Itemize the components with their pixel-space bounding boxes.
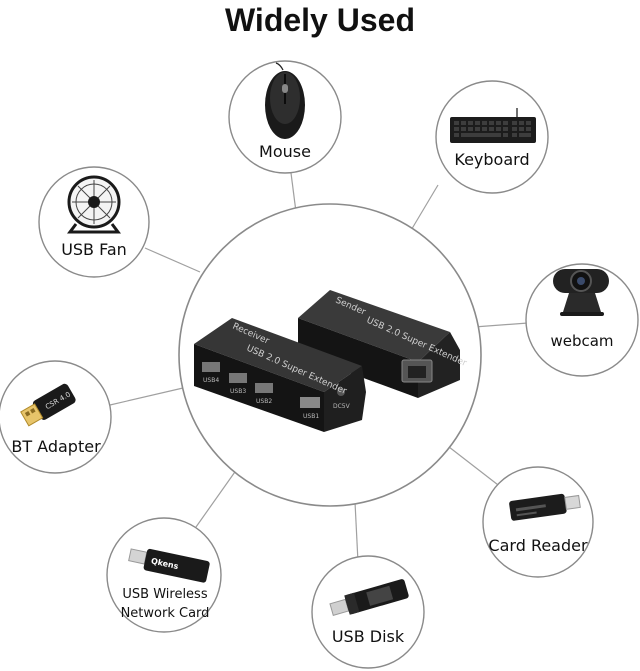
usb1-port: [300, 397, 320, 408]
page-title: Widely Used: [225, 2, 415, 38]
port-label-usb4: USB4: [203, 377, 219, 384]
ring-usb-disk: [311, 555, 425, 669]
port-label-dc5v: DC5V: [333, 403, 351, 410]
card-reader-icon: [509, 493, 581, 521]
bt-adapter-icon: CSR 4.0: [20, 383, 76, 427]
usb2-port: [255, 383, 273, 393]
connector-wireless: [195, 468, 238, 528]
port-label-usb2: USB2: [256, 398, 272, 405]
connector-usb-fan: [144, 247, 201, 273]
port-label-usb3: USB3: [230, 388, 246, 395]
usb-disk-icon: [329, 579, 409, 616]
keyboard-icon: [450, 108, 536, 143]
ring-webcam: [525, 263, 639, 377]
extender-receiver: USB4 USB3 USB2 USB1 DC5V USB 2.0 Super E…: [194, 318, 366, 432]
wireless-card-icon: Qkens: [128, 548, 210, 583]
connector-card-reader: [439, 439, 503, 489]
ring-card-reader: [482, 466, 594, 578]
usb-fan-icon: [67, 175, 121, 234]
ring-wireless: [106, 517, 222, 633]
webcam-icon: [553, 269, 609, 316]
label-usb-disk: USB Disk: [331, 627, 405, 646]
connector-mouse: [290, 172, 297, 213]
label-webcam: webcam: [550, 332, 614, 350]
extender-sender: USB 2.0 Super Extender Sender: [298, 290, 468, 398]
mouse-icon: [265, 62, 305, 139]
label-keyboard: Keyboard: [454, 150, 530, 169]
label-bt-adapter: BT Adapter: [11, 437, 101, 456]
port-label-usb1: USB1: [303, 413, 319, 420]
connector-keyboard: [409, 184, 439, 233]
label-wireless-line2: Network Card: [120, 606, 210, 621]
label-mouse: Mouse: [259, 142, 311, 161]
connector-usb-disk: [354, 501, 359, 563]
ring-bt-adapter: [0, 360, 112, 474]
connector-webcam: [473, 322, 529, 328]
connector-lines: [109, 172, 529, 563]
usb4-port: [202, 362, 220, 372]
label-card-reader: Card Reader: [488, 536, 588, 555]
usb3-port: [229, 373, 247, 383]
connector-bt-adapter: [109, 387, 184, 406]
label-usb-fan: USB Fan: [61, 240, 127, 259]
label-wireless-line1: USB Wireless: [122, 587, 208, 602]
dc-jack: [337, 388, 345, 396]
